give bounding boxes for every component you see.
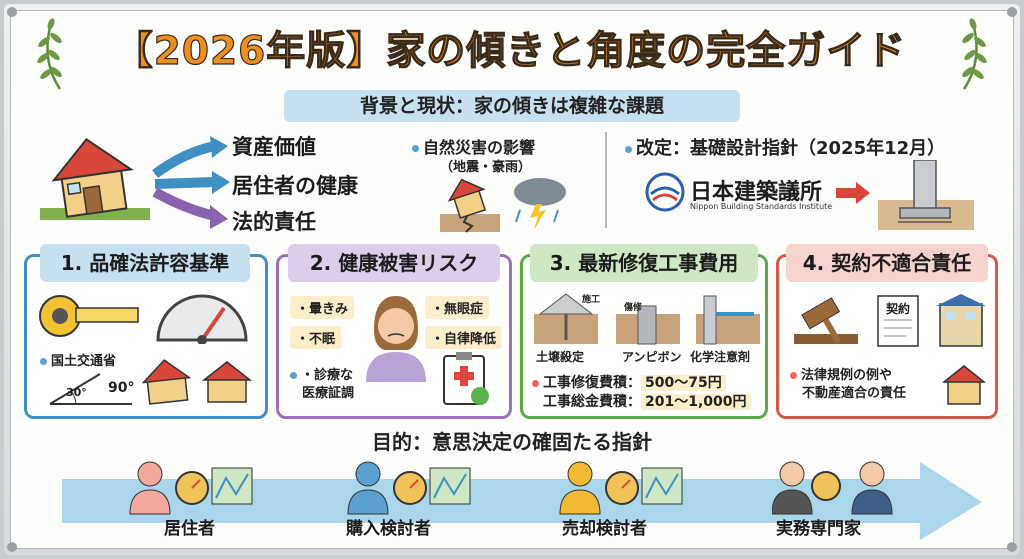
tilted-house-icon xyxy=(40,137,150,220)
person-label-buyer: 購入検討者 xyxy=(346,519,431,539)
gavel-icon xyxy=(794,297,858,344)
repair-label-construction: 施工 xyxy=(582,295,601,305)
panel-1-item-ministry: 国土交通省 xyxy=(40,350,116,369)
purpose-heading: 目的：意思決定の確固たる指針 xyxy=(372,430,652,454)
laurel-left-icon xyxy=(37,18,62,90)
seller-group-icon xyxy=(559,461,683,515)
panel-1-title: 1. 品確法許容基準 xyxy=(40,244,250,282)
arrow-label-legal: 法的責任 xyxy=(232,210,316,234)
tape-measure-icon xyxy=(39,295,139,337)
contract-label: 契約 xyxy=(886,302,911,316)
band-arrowhead-icon xyxy=(920,462,982,540)
houses-icon xyxy=(142,359,253,405)
cost-row-1: 工事修復費積：500〜75円 xyxy=(532,372,726,392)
corner-screw xyxy=(7,542,17,552)
unwell-person-icon xyxy=(366,296,426,382)
cost-row-2: 工事総金費積：201〜1,000円 xyxy=(543,391,751,411)
repair-label-soil: 土壌殺定 xyxy=(536,350,585,364)
medical-clipboard-icon xyxy=(443,352,489,405)
background-heading: 背景と現状：家の傾きは複雑な課題 xyxy=(284,90,740,122)
angle-label-90: 90° xyxy=(108,380,135,396)
symptom-dizziness: ・暈きみ xyxy=(290,296,355,319)
corner-screw xyxy=(1007,542,1017,552)
repair-label-chemical: 化学注意剤 xyxy=(690,350,751,364)
earthquake-storm-icon xyxy=(440,178,566,233)
repair-methods-icon xyxy=(534,293,760,345)
professional-group-icon xyxy=(772,461,893,515)
small-house-icon xyxy=(941,365,987,405)
section-divider xyxy=(605,132,607,228)
arrow-label-asset: 資産価値 xyxy=(232,135,316,159)
org-name-en: Nippon Building Standards Institute xyxy=(690,202,833,211)
panel-2-item-diagnosis: ・診療な xyxy=(290,364,353,383)
org-name: 日本建築議所 xyxy=(690,180,823,205)
resident-group-icon xyxy=(129,461,253,515)
page-title: 【2026年版】家の傾きと角度の完全ガイド xyxy=(113,28,907,74)
building-icon xyxy=(936,294,986,347)
corner-screw xyxy=(7,7,17,17)
angle-label-30: 30° xyxy=(66,386,87,399)
buyer-group-icon xyxy=(347,461,471,515)
foundation-diagram-icon xyxy=(878,160,974,230)
revision-title: 改定：基礎設計指針（2025年12月） xyxy=(625,134,945,160)
person-label-resident: 居住者 xyxy=(164,519,215,539)
panel-4-item-law: 法律規例の例や xyxy=(790,364,892,383)
symptom-4: ・自律降低 xyxy=(425,326,503,349)
repair-label-fix: 傷修 xyxy=(624,303,643,313)
contract-document-icon xyxy=(877,295,919,347)
laurel-right-icon xyxy=(962,18,987,90)
symptom-insomnia: ・不眠 xyxy=(290,326,342,349)
repair-label-anchor: アンピボン xyxy=(622,350,682,364)
person-label-professional: 実務専門家 xyxy=(776,519,861,539)
panel-2-title: 2. 健康被害リスク xyxy=(288,244,500,282)
corner-screw xyxy=(1007,7,1017,17)
angle-diagram-icon xyxy=(49,373,132,405)
org-logo-icon xyxy=(645,172,685,212)
branching-arrows-icon xyxy=(152,136,230,229)
panel-3-title: 3. 最新修復工事費用 xyxy=(530,244,758,282)
panel-4-title: 4. 契約不適合責任 xyxy=(786,244,988,282)
panel-4-item-property: 不動産適合の責任 xyxy=(802,386,907,401)
symptom-3: ・無眼症 xyxy=(425,296,490,319)
disaster-subtitle: （地震・豪雨） xyxy=(440,160,532,175)
disaster-title: 自然災害の影響 xyxy=(412,134,535,158)
arrow-label-health: 居住者の健康 xyxy=(232,174,358,198)
panel-2-item-medical: 医療証調 xyxy=(302,386,355,401)
person-label-seller: 売却検討者 xyxy=(562,519,647,539)
right-arrow-icon xyxy=(836,182,870,204)
gauge-meter-icon xyxy=(156,294,248,344)
